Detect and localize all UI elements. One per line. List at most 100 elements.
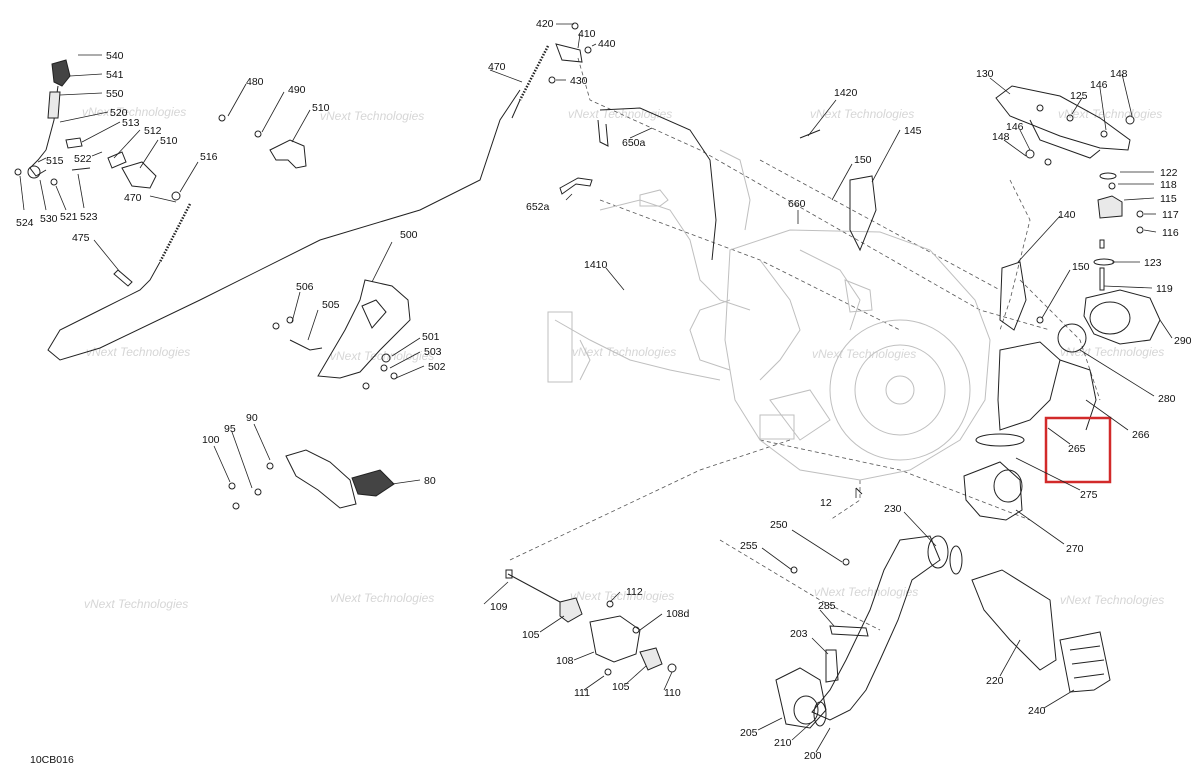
part-label-105: 105 — [612, 681, 630, 693]
part-label-550: 550 — [106, 88, 124, 100]
part-label-117: 117 — [1162, 209, 1179, 221]
part-label-512: 512 — [144, 125, 162, 137]
leader-lines — [19, 23, 1173, 753]
highlight-box — [1044, 416, 1112, 484]
part-label-530: 530 — [40, 213, 58, 225]
part-label-105: 105 — [522, 629, 540, 641]
shift-lever-group — [14, 59, 181, 201]
engine-assembly — [547, 149, 991, 481]
part-label-108: 108 — [556, 655, 574, 667]
watermarks: vNext Technologies vNext Technologies vN… — [82, 105, 1164, 611]
part-label-515: 515 — [46, 155, 64, 167]
part-label-148: 148 — [992, 131, 1010, 143]
part-label-475: 475 — [72, 232, 90, 244]
part-label-541: 541 — [106, 69, 124, 81]
part-label-109: 109 — [490, 601, 508, 613]
part-label-80: 80 — [424, 475, 436, 487]
watermark: vNext Technologies — [814, 585, 918, 599]
part-label-130: 130 — [976, 68, 994, 80]
part-label-500: 500 — [400, 229, 418, 241]
watermark: vNext Technologies — [1060, 345, 1164, 359]
part-label-490: 490 — [288, 84, 306, 96]
accelerator-pedal — [228, 449, 395, 510]
part-label-1420: 1420 — [834, 87, 858, 99]
part-label-523: 523 — [80, 211, 98, 223]
part-label-280: 280 — [1158, 393, 1176, 405]
part-label-220: 220 — [986, 675, 1004, 687]
part-label-150: 150 — [854, 154, 872, 166]
watermark: vNext Technologies — [320, 109, 424, 123]
part-label-250: 250 — [770, 519, 788, 531]
part-label-116: 116 — [1162, 227, 1179, 239]
shift-cable-left — [47, 89, 521, 361]
watermark: vNext Technologies — [810, 107, 914, 121]
part-label-510: 510 — [312, 102, 330, 114]
part-label-652a: 652a — [526, 201, 550, 213]
part-label-112: 112 — [626, 586, 643, 598]
air-intake-tubes — [775, 535, 1111, 729]
part-label-524: 524 — [16, 217, 34, 229]
watermark: vNext Technologies — [82, 105, 186, 119]
part-label-470: 470 — [488, 61, 506, 73]
part-label-12: 12 — [820, 497, 832, 509]
part-label-145: 145 — [904, 125, 922, 137]
part-label-265: 265 — [1068, 443, 1086, 455]
part-label-90: 90 — [246, 412, 258, 424]
part-label-240: 240 — [1028, 705, 1046, 717]
part-label-210: 210 — [774, 737, 792, 749]
part-label-660: 660 — [788, 198, 806, 210]
part-label-440: 440 — [598, 38, 616, 50]
part-label-110: 110 — [664, 687, 681, 699]
part-label-410: 410 — [578, 28, 596, 40]
part-label-275: 275 — [1080, 489, 1098, 501]
figure-code: 10CB016 — [30, 754, 74, 766]
watermark: vNext Technologies — [572, 345, 676, 359]
watermark: vNext Technologies — [330, 591, 434, 605]
part-label-285: 285 — [818, 600, 836, 612]
part-label-266: 266 — [1132, 429, 1150, 441]
watermark: vNext Technologies — [1058, 107, 1162, 121]
part-label-140: 140 — [1058, 209, 1076, 221]
engine-mount-bracket — [995, 85, 1144, 331]
part-label-95: 95 — [224, 423, 236, 435]
part-label-505: 505 — [322, 299, 340, 311]
part-label-200: 200 — [804, 750, 822, 762]
part-label-540: 540 — [106, 50, 124, 62]
part-label-122: 122 — [1160, 167, 1178, 179]
watermark: vNext Technologies — [1060, 593, 1164, 607]
part-label-506: 506 — [296, 281, 314, 293]
part-label-501: 501 — [422, 331, 440, 343]
part-label-290: 290 — [1174, 335, 1192, 347]
part-label-115: 115 — [1160, 193, 1177, 205]
part-label-100: 100 — [202, 434, 220, 446]
watermark: vNext Technologies — [86, 345, 190, 359]
part-label-522: 522 — [74, 153, 92, 165]
part-label-118: 118 — [1160, 179, 1177, 191]
part-label-420: 420 — [536, 18, 554, 30]
part-label-146: 146 — [1090, 79, 1108, 91]
cvt-air-ducts — [855, 289, 1161, 521]
bracket-510-upper — [218, 114, 307, 169]
watermark: vNext Technologies — [84, 597, 188, 611]
part-label-480: 480 — [246, 76, 264, 88]
part-label-119: 119 — [1156, 283, 1173, 295]
breather-hoses — [559, 107, 877, 261]
part-label-521: 521 — [60, 211, 78, 223]
part-number-labels: 540 541 550 520 513 512 510 522 515 524 … — [16, 18, 1192, 762]
part-label-148: 148 — [1110, 68, 1128, 80]
part-label-270: 270 — [1066, 543, 1084, 555]
part-label-203: 203 — [790, 628, 808, 640]
shift-cable-upper — [511, 22, 592, 119]
part-label-108d: 108d — [666, 608, 690, 620]
part-label-205: 205 — [740, 727, 758, 739]
part-label-510: 510 — [160, 135, 178, 147]
oil-pump-group — [505, 569, 677, 676]
part-label-150: 150 — [1072, 261, 1090, 273]
part-label-516: 516 — [200, 151, 218, 163]
part-label-430: 430 — [570, 75, 588, 87]
part-label-513: 513 — [122, 117, 140, 129]
part-label-650a: 650a — [622, 137, 646, 149]
part-label-146: 146 — [1006, 121, 1024, 133]
